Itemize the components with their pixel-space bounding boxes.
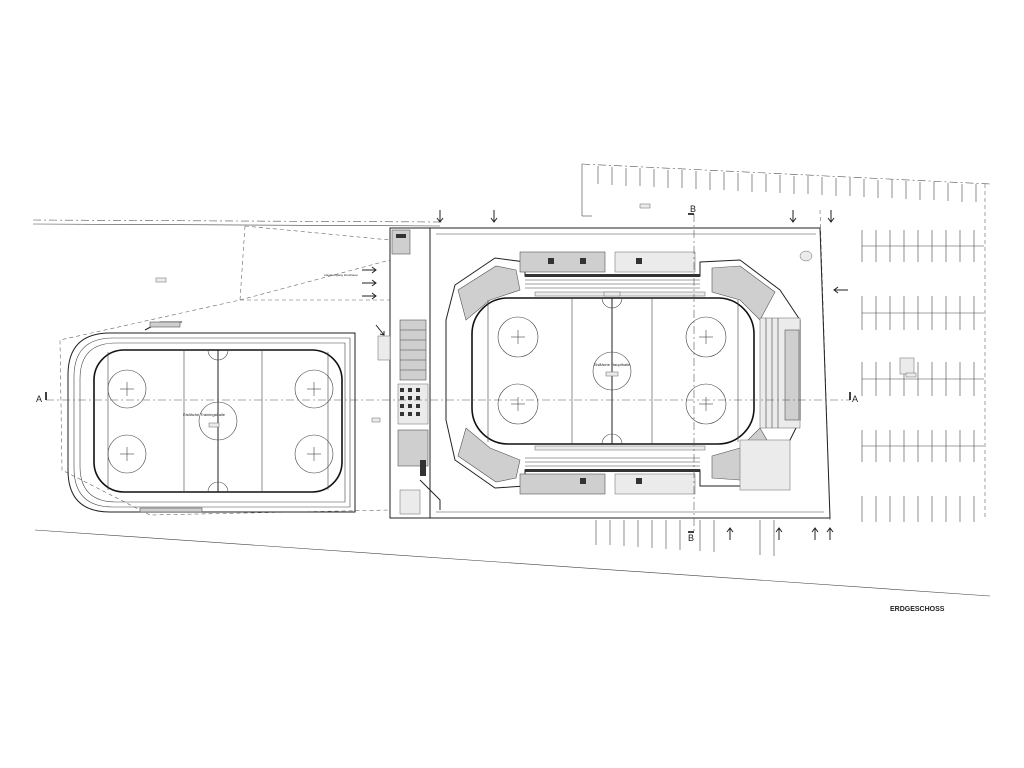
section-b-top-label: B [690,204,696,214]
faceoff-cross-icon [511,330,713,411]
parking-bottom [595,520,775,556]
section-a-right-label: A [852,394,858,404]
annotation-labels: Haupteingang Zuschauer [155,203,917,423]
section-lines [45,213,851,533]
training-rink-label: Eisfläche Trainingshalle [183,412,226,417]
section-a-left-label: A [36,394,42,404]
faceoff-cross-icon [120,382,321,461]
main-ice-surface [471,297,755,445]
training-rink: Eisfläche Trainingshalle [67,321,356,513]
parking-right [861,230,984,522]
parking-top [597,166,977,202]
main-arena-label: Eisfläche Haupthalle [594,362,631,367]
entrance-label: Haupteingang Zuschauer [324,273,358,277]
entry-arrow-icon [362,210,848,540]
service-block [377,227,441,519]
drawing-title: ERDGESCHOSS [890,606,945,613]
section-b-bottom-label: B [688,533,694,543]
main-arena: Eisfläche Haupthalle [429,227,831,519]
